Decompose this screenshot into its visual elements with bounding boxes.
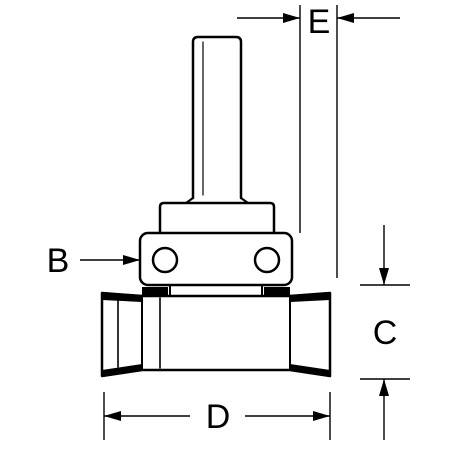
arrow-d-right xyxy=(313,411,330,421)
arrow-c-top xyxy=(379,268,389,285)
dimension-lines xyxy=(80,5,410,440)
router-bit xyxy=(100,35,332,378)
cutter-wing-right-fill-bottom xyxy=(290,364,330,376)
arrow-c-bottom xyxy=(379,379,389,396)
collar-chamfer-left xyxy=(185,197,194,204)
bearing xyxy=(138,231,294,287)
shank xyxy=(191,35,243,200)
dim-label-b: B xyxy=(47,242,70,280)
arrowheads xyxy=(104,13,389,421)
dim-label-c: C xyxy=(373,314,398,352)
arrow-e-left xyxy=(283,13,300,23)
cutter-wing-right xyxy=(289,292,331,377)
bearing-neck xyxy=(169,284,263,297)
collar-chamfer-right xyxy=(240,197,249,204)
bearing-ball-left xyxy=(151,246,179,274)
cutter-wing-left xyxy=(101,292,143,377)
cutter-wing-right-fill xyxy=(290,293,330,302)
dim-label-d: D xyxy=(206,398,231,436)
cutter-body xyxy=(100,291,332,378)
dim-label-e: E xyxy=(308,3,331,41)
cutter-wing-left-fill xyxy=(102,293,142,302)
arrow-b xyxy=(123,255,140,265)
collar xyxy=(158,201,276,235)
neck-fill-left xyxy=(142,287,168,296)
arrow-d-left xyxy=(104,411,121,421)
cutter-wing-left-fill-bottom xyxy=(102,364,142,376)
arrow-e-right xyxy=(337,13,354,23)
bearing-ball-right xyxy=(253,246,281,274)
neck-fill-right xyxy=(264,287,290,296)
